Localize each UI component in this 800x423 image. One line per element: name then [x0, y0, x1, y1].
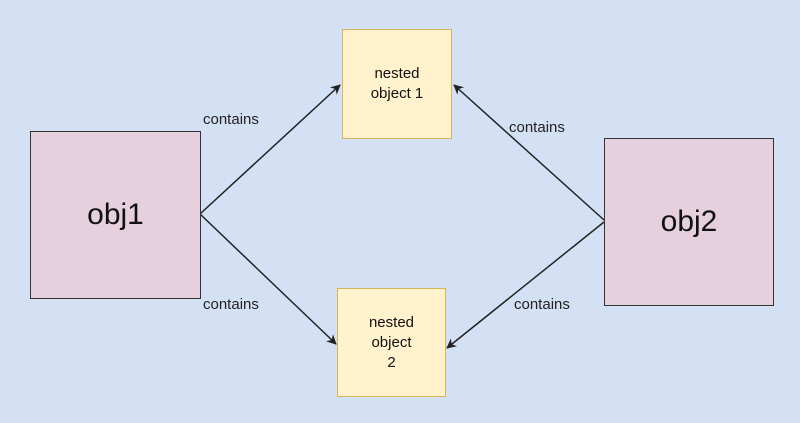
edge-label-obj2-nested2: contains [514, 296, 570, 313]
node-obj1-label: obj1 [87, 198, 144, 231]
node-nested-object-2-line-2: object [371, 333, 412, 351]
edge-obj1-nested2 [199, 213, 337, 345]
edge-obj2-nested1 [453, 84, 605, 221]
edge-label-obj2-nested1: contains [509, 119, 565, 136]
node-nested-object-2[interactable]: nested object 2 [337, 288, 446, 397]
node-obj2[interactable]: obj2 [604, 138, 774, 306]
edge-obj1-nested1 [199, 84, 341, 215]
node-nested-object-1-line-1: nested [374, 65, 420, 82]
edge-label-obj1-nested2: contains [203, 296, 259, 313]
node-nested-object-1[interactable]: nested object 1 [342, 29, 452, 139]
edge-obj2-nested2 [446, 221, 605, 349]
edge-label-obj1-nested1: contains [203, 111, 259, 128]
node-nested-object-1-line-2: object 1 [370, 85, 424, 102]
node-obj1[interactable]: obj1 [30, 131, 201, 299]
node-obj2-label: obj2 [660, 205, 718, 238]
node-nested-object-2-line-1: nested [368, 313, 415, 331]
node-nested-object-2-line-3: 2 [387, 353, 396, 371]
